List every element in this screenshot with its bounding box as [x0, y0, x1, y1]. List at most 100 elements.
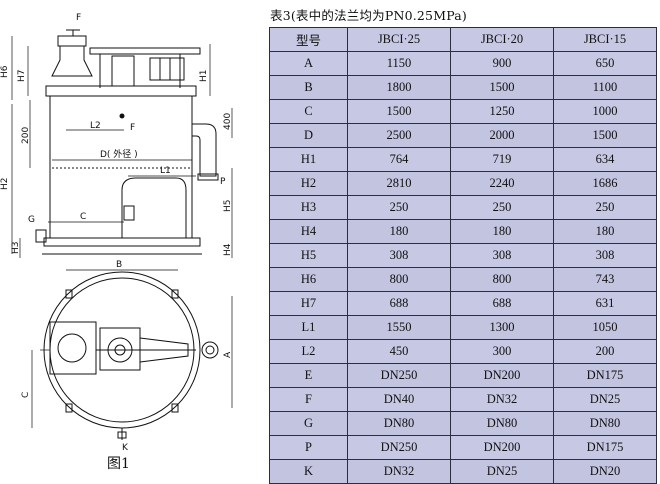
row-value: 250 — [450, 195, 554, 220]
row-value: 1250 — [450, 99, 554, 124]
row-parameter: H7 — [269, 291, 348, 316]
row-value: 1500 — [553, 123, 657, 148]
row-value: 688 — [450, 291, 554, 316]
base-frame — [43, 237, 201, 247]
row-value: 634 — [553, 147, 657, 172]
row-value: 1000 — [553, 99, 657, 124]
label-l2: L2 — [90, 121, 101, 131]
label-h2: H2 — [0, 178, 10, 191]
flange-p — [197, 173, 219, 181]
label-h5: H5 — [223, 200, 233, 213]
row-value: 1800 — [347, 75, 451, 100]
label-c-side: C — [80, 212, 86, 222]
row-value: 2500 — [347, 123, 451, 148]
row-parameter: F — [269, 387, 348, 412]
row-value: 250 — [553, 195, 657, 220]
label-c-plan: C — [21, 392, 31, 398]
row-value: DN250 — [347, 363, 451, 388]
table-caption: 表3(表中的法兰均为PN0.25MPa) — [270, 8, 467, 23]
row-value: 1686 — [553, 171, 657, 196]
row-value: 2810 — [347, 171, 451, 196]
label-h4: H4 — [223, 243, 233, 256]
row-value: 900 — [450, 51, 554, 76]
label-l1: L1 — [160, 166, 171, 176]
label-d: D( 外径 ) — [100, 148, 138, 160]
row-parameter: H5 — [269, 243, 348, 268]
label-h7: H7 — [17, 70, 27, 83]
row-value: 180 — [553, 219, 657, 244]
row-parameter: A — [269, 51, 348, 76]
header-jbci15: JBCI·15 — [553, 27, 657, 52]
row-parameter: D — [269, 123, 348, 148]
row-value: DN200 — [450, 363, 554, 388]
drive-platform — [89, 47, 201, 55]
row-value: 2000 — [450, 123, 554, 148]
row-value: 1050 — [553, 315, 657, 340]
row-value: 1550 — [347, 315, 451, 340]
overflow-pipe — [192, 123, 217, 177]
row-value: 308 — [347, 243, 451, 268]
row-value: DN200 — [450, 435, 554, 460]
label-f-top: F — [76, 13, 81, 23]
plan-outlet — [201, 341, 219, 359]
row-value: 450 — [347, 339, 451, 364]
tank-rim — [45, 85, 197, 97]
draft-chamber — [121, 177, 187, 238]
row-parameter: L2 — [269, 339, 348, 364]
row-parameter: H1 — [269, 147, 348, 172]
row-parameter: L1 — [269, 315, 348, 340]
row-value: DN25 — [553, 387, 657, 412]
row-parameter: E — [269, 363, 348, 388]
row-value: 688 — [347, 291, 451, 316]
row-value: DN250 — [347, 435, 451, 460]
plan-feed-circle — [57, 333, 87, 363]
row-value: DN175 — [553, 363, 657, 388]
label-b: B — [116, 260, 122, 270]
label-p: P — [220, 177, 226, 187]
row-value: 800 — [450, 267, 554, 292]
gearbox — [111, 55, 135, 87]
row-value: 180 — [450, 219, 554, 244]
plan-launder — [139, 337, 189, 363]
label-h3: H3 — [11, 242, 21, 255]
row-value: 200 — [553, 339, 657, 364]
row-value: 250 — [347, 195, 451, 220]
row-value: 800 — [347, 267, 451, 292]
row-value: 719 — [450, 147, 554, 172]
label-h1: H1 — [199, 70, 209, 83]
row-value: 1100 — [553, 75, 657, 100]
row-parameter: H2 — [269, 171, 348, 196]
inner-nozzle — [123, 205, 135, 221]
label-h6: H6 — [0, 65, 10, 78]
row-value: DN175 — [553, 435, 657, 460]
row-value: DN80 — [450, 411, 554, 436]
row-parameter: H4 — [269, 219, 348, 244]
row-parameter: G — [269, 411, 348, 436]
row-value: DN80 — [347, 411, 451, 436]
equipment-drawing: F H6 H7 H1 L2 F 200 400 H2 D( 外径 ) L1 P … — [0, 0, 262, 472]
f-marker — [119, 113, 125, 119]
row-value: 1150 — [347, 51, 451, 76]
drawing-svg: F H6 H7 H1 L2 F 200 400 H2 D( 外径 ) L1 P … — [0, 13, 233, 472]
table-header-row: 型号 JBCI·25 JBCI·20 JBCI·15 — [269, 27, 657, 52]
row-value: 631 — [553, 291, 657, 316]
row-parameter: H6 — [269, 267, 348, 292]
row-value: 300 — [450, 339, 554, 364]
row-parameter: C — [269, 99, 348, 124]
